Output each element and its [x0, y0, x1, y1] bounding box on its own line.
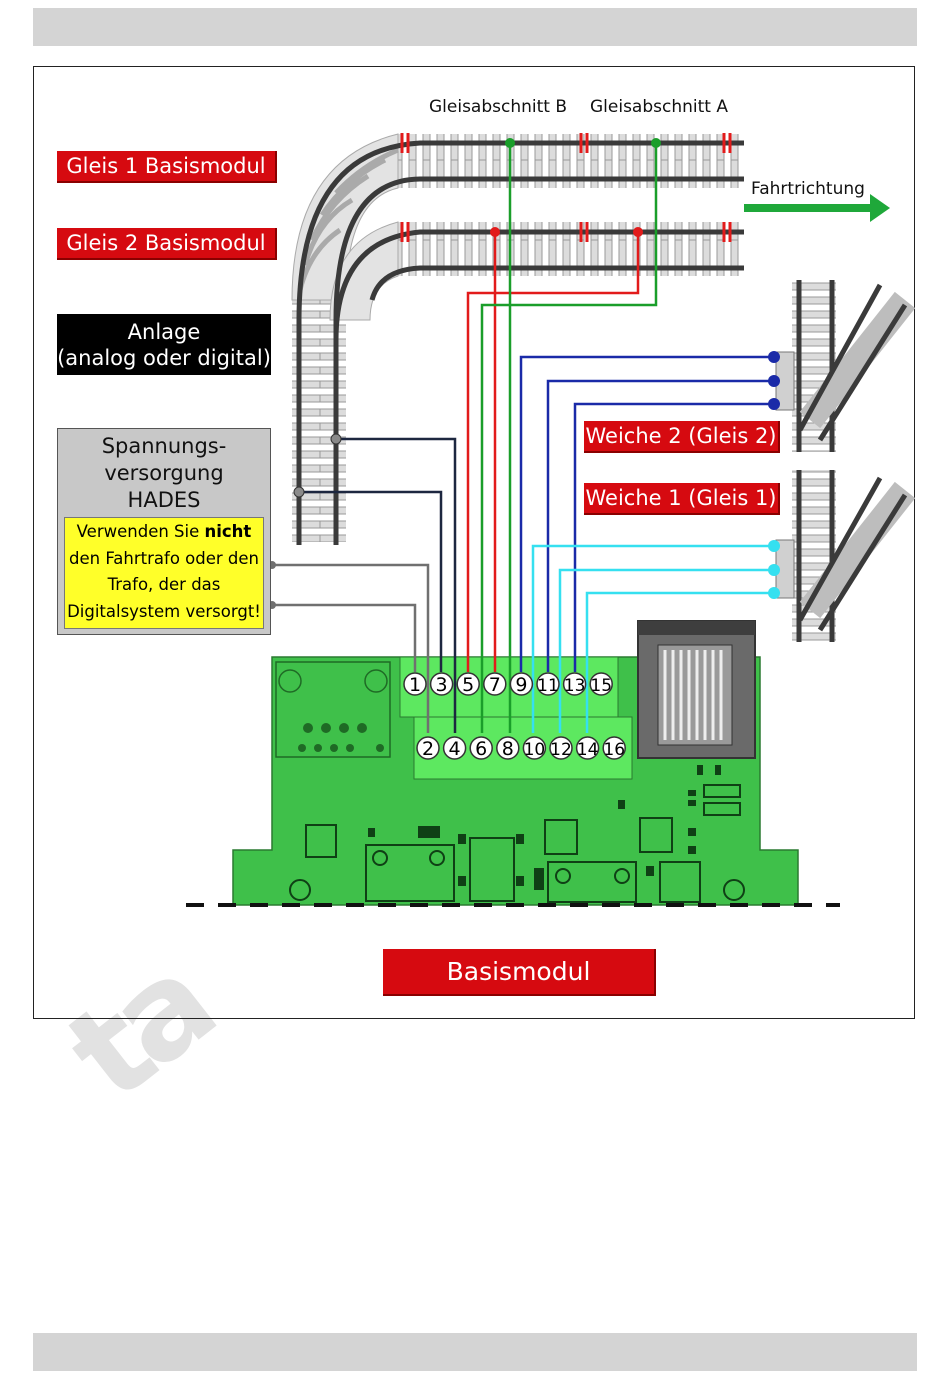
top-terminal-number: 13: [564, 676, 586, 696]
top-terminal-circle: [562, 672, 587, 696]
top-terminal-circle: [509, 672, 534, 696]
layout-label-line1: Anlage: [127, 319, 201, 344]
psu-line3: HADES: [127, 488, 201, 512]
bottom-terminal-circle: [469, 736, 493, 760]
bottom-terminal-circle: [522, 736, 547, 760]
top-terminal-circle: [536, 672, 560, 696]
psu-line1: Spannungs-: [101, 434, 227, 458]
section-b-title: Gleisabschnitt B: [429, 97, 568, 117]
bottom-terminal-number: 16: [603, 740, 625, 760]
top-terminal-circle: [483, 672, 507, 696]
bottom-terminal-circle: [575, 736, 600, 760]
bottom-terminal-number: 8: [502, 738, 514, 760]
top-terminal-circle: [589, 672, 613, 696]
direction-title: Fahrtrichtung: [751, 179, 865, 199]
track1-label: Gleis 1 Basismodul: [57, 151, 277, 183]
track2-label: Gleis 2 Basismodul: [57, 228, 277, 260]
bottom-terminal-circle: [549, 736, 573, 760]
bottom-terminal-number: 12: [550, 740, 572, 760]
bottom-terminal-circle: [442, 736, 467, 760]
bottom-terminal-number: 4: [449, 738, 461, 760]
diagram-frame: [33, 66, 915, 1019]
warning-line1-pre: Verwenden Sie: [76, 522, 205, 541]
bottom-terminal-number: 2: [422, 738, 434, 760]
module-label: Basismodul: [383, 949, 656, 996]
warning-line1-bold: nicht: [204, 522, 252, 541]
circuit-board: [232, 620, 799, 906]
top-terminal-circle: [403, 672, 427, 696]
switch1-label: Weiche 1 (Gleis 1): [584, 483, 780, 515]
header-bar: [33, 8, 917, 46]
bottom-terminal-circle: [496, 736, 520, 760]
switch2-label: Weiche 2 (Gleis 2): [584, 421, 780, 453]
top-terminal-number: 9: [515, 674, 527, 696]
warning-line4: Digitalsystem versorgt!: [67, 601, 261, 621]
psu-line2: versorgung: [104, 461, 224, 485]
top-terminal-number: 1: [409, 674, 421, 696]
top-terminal-circle: [456, 672, 480, 696]
warning-note: Verwenden Sie nicht den Fahrtrafo oder d…: [64, 517, 264, 629]
top-terminal-number: 11: [537, 676, 559, 696]
layout-label: Anlage (analog oder digital): [57, 314, 271, 375]
green-arrow-icon: [744, 194, 890, 222]
bottom-terminal-number: 6: [475, 738, 487, 760]
top-terminal-number: 7: [489, 674, 501, 696]
warning-line3: Trafo, der das: [107, 575, 221, 594]
top-terminal-circle: [429, 672, 454, 696]
section-a-title: Gleisabschnitt A: [590, 97, 728, 117]
warning-line2: den Fahrtrafo oder den: [69, 548, 259, 568]
wires: [272, 143, 774, 733]
bottom-terminal-number: 10: [524, 740, 546, 760]
footer-bar: [33, 1333, 917, 1371]
warning-line1: Verwenden Sie nicht: [65, 519, 263, 546]
bottom-terminal-circle: [416, 736, 440, 760]
top-terminal-number: 3: [436, 674, 448, 696]
bottom-terminal-number: 14: [577, 740, 599, 760]
rail-track-icon: [291, 133, 744, 545]
bottom-terminal-circle: [602, 736, 626, 760]
power-supply-box: Spannungs- versorgung HADES Verwenden Si…: [57, 428, 271, 635]
turnout-switch-icon: [775, 280, 916, 642]
top-terminal-number: 5: [462, 674, 474, 696]
top-terminal-number: 15: [590, 676, 612, 696]
power-supply-title: Spannungs- versorgung HADES: [58, 433, 270, 514]
layout-label-line2: (analog oder digital): [57, 345, 271, 370]
